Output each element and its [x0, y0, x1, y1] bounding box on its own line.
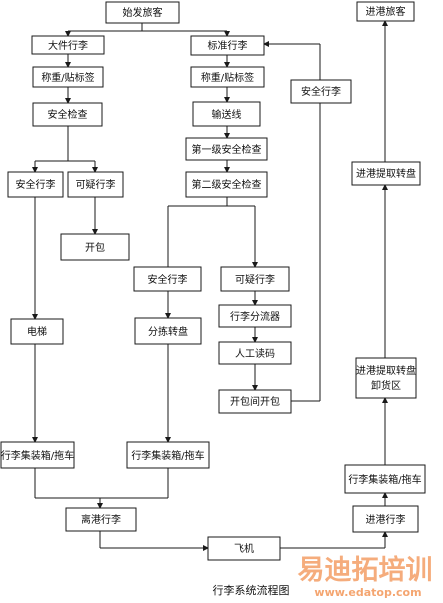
- node-suspicious-baggage-left: 可疑行李: [67, 171, 124, 198]
- node-safe-baggage-right: 安全行李: [290, 79, 352, 104]
- node-label: 可疑行李: [235, 273, 275, 286]
- node-label: 可疑行李: [76, 178, 116, 191]
- node-security-check: 安全检查: [32, 102, 103, 127]
- node-arrival-baggage: 进港行李: [352, 505, 419, 533]
- node-label: 进港提取转盘: [356, 167, 416, 180]
- node-label: 第二级安全检查: [192, 178, 262, 191]
- node-suspicious-baggage-mid: 可疑行李: [220, 266, 290, 292]
- node-label: 安全行李: [16, 178, 56, 191]
- node-label: 称重/贴标签: [41, 71, 94, 84]
- watermark-url: www.edatop.com: [314, 586, 421, 599]
- node-aircraft: 飞机: [207, 536, 281, 561]
- node-label: 行李分流器: [230, 310, 280, 323]
- node-arriving-passenger: 进港旅客: [356, 1, 415, 22]
- node-safe-baggage-mid: 安全行李: [133, 266, 202, 292]
- node-label: 开包间开包: [230, 395, 280, 408]
- node-level2-security: 第二级安全检查: [185, 171, 268, 198]
- node-container-cart-right: 行李集装箱/拖车: [344, 464, 426, 494]
- node-label: 飞机: [234, 542, 254, 555]
- watermark-logo: 易迪拓培训 www.edatop.com: [298, 555, 433, 599]
- node-label: 始发旅客: [123, 6, 163, 19]
- node-standard-baggage: 标准行李: [190, 35, 265, 56]
- node-label: 人工读码: [235, 347, 275, 360]
- node-conveyor: 输送线: [192, 101, 261, 127]
- node-label: 卸货区: [371, 379, 401, 392]
- node-label: 分拣转盘: [148, 325, 188, 338]
- node-elevator: 电梯: [10, 318, 64, 345]
- node-label: 行李集装箱/拖车: [131, 449, 204, 462]
- node-label: 进港旅客: [366, 5, 406, 18]
- node-arrival-unload-area: 进港提取转盘 卸货区: [355, 357, 417, 399]
- node-label: 大件行李: [48, 39, 88, 52]
- node-label: 安全行李: [301, 85, 341, 98]
- node-safe-baggage-left: 安全行李: [7, 171, 64, 198]
- node-container-cart-mid: 行李集装箱/拖车: [126, 441, 210, 469]
- node-label: 进港提取转盘: [356, 364, 416, 377]
- node-label: 第一级安全检查: [192, 143, 262, 156]
- node-label: 电梯: [27, 325, 47, 338]
- node-weigh-tag-left: 称重/贴标签: [32, 66, 104, 88]
- node-label: 行李集装箱/拖车: [348, 473, 421, 486]
- node-sorting-carousel: 分拣转盘: [134, 317, 202, 345]
- node-label: 安全行李: [148, 273, 188, 286]
- watermark-brand: 易迪拓培训: [298, 555, 433, 586]
- node-label: 行李集装箱/拖车: [1, 449, 74, 462]
- diagram-caption: 行李系统流程图: [213, 583, 290, 597]
- nodes: 始发旅客 大件行李 标准行李 称重/贴标签 称重/贴标签 安全检查 输送线 第: [0, 1, 426, 561]
- node-level1-security: 第一级安全检查: [185, 137, 268, 161]
- node-manual-reading: 人工读码: [218, 341, 292, 365]
- node-departing-passenger: 始发旅客: [105, 1, 180, 24]
- node-arrival-claim-carousel: 进港提取转盘: [351, 161, 421, 186]
- node-weigh-tag-mid: 称重/贴标签: [190, 66, 265, 88]
- node-large-baggage: 大件行李: [31, 35, 105, 55]
- node-open-bag-room: 开包间开包: [218, 389, 292, 414]
- node-label: 离港行李: [81, 513, 121, 526]
- node-container-cart-left: 行李集装箱/拖车: [0, 441, 75, 469]
- node-label: 标准行李: [208, 39, 248, 52]
- node-label: 开包: [85, 241, 105, 254]
- node-open-bag-left: 开包: [60, 233, 130, 261]
- edges: [32, 20, 388, 551]
- node-label: 称重/贴标签: [201, 71, 254, 84]
- node-label: 安全检查: [48, 108, 88, 121]
- node-label: 输送线: [212, 108, 242, 121]
- node-baggage-diverter: 行李分流器: [218, 304, 292, 328]
- node-departure-baggage: 离港行李: [65, 507, 137, 532]
- node-label: 进港行李: [366, 513, 406, 526]
